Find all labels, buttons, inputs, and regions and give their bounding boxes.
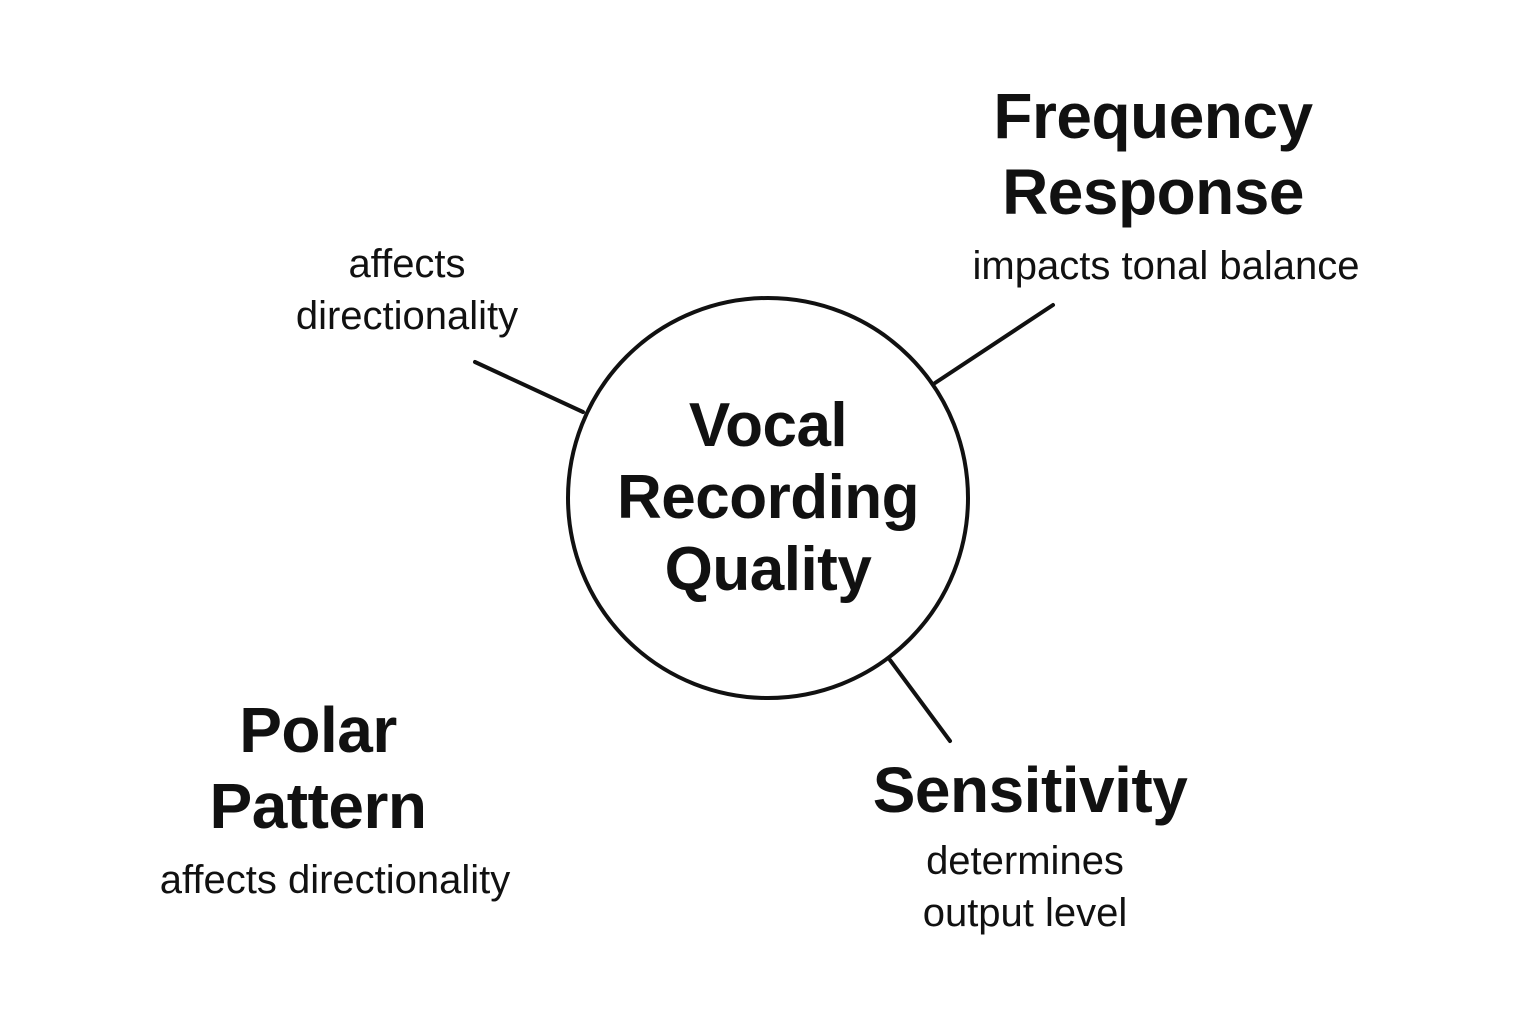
polar-pattern-description-line: affects directionality <box>159 858 511 902</box>
stray-description-line: directionality <box>295 294 519 338</box>
frequency-response-title-line: Frequency <box>993 80 1313 152</box>
center-label-line: Recording <box>616 463 920 532</box>
connector-line-frequency-response <box>933 303 1055 385</box>
sensitivity-description-line: determines <box>926 839 1124 883</box>
stray-description-label: affects directionality <box>257 238 557 342</box>
sensitivity-title-line: Sensitivity <box>872 754 1188 826</box>
frequency-response-title-line: Response <box>1002 156 1304 228</box>
polar-pattern-title: Polar Pattern <box>168 692 468 844</box>
sensitivity-description-line: output level <box>922 891 1128 935</box>
sensitivity-title: Sensitivity <box>855 752 1205 828</box>
center-circle <box>566 296 970 700</box>
frequency-response-description: impacts tonal balance <box>916 240 1416 292</box>
polar-pattern-description: affects directionality <box>120 854 550 906</box>
polar-pattern-title-line: Pattern <box>209 770 428 842</box>
sensitivity-description: determines output level <box>880 835 1170 939</box>
center-label: Vocal Recording Quality <box>568 298 968 698</box>
center-label-line: Vocal <box>688 391 848 460</box>
frequency-response-title: Frequency Response <box>903 78 1403 230</box>
stray-description-line: affects <box>348 242 466 286</box>
connector-line-polar-pattern <box>473 360 585 414</box>
center-label-line: Quality <box>664 535 872 604</box>
connector-line-sensitivity <box>888 658 952 743</box>
frequency-response-description-line: impacts tonal balance <box>972 244 1360 288</box>
polar-pattern-title-line: Polar <box>239 694 397 766</box>
